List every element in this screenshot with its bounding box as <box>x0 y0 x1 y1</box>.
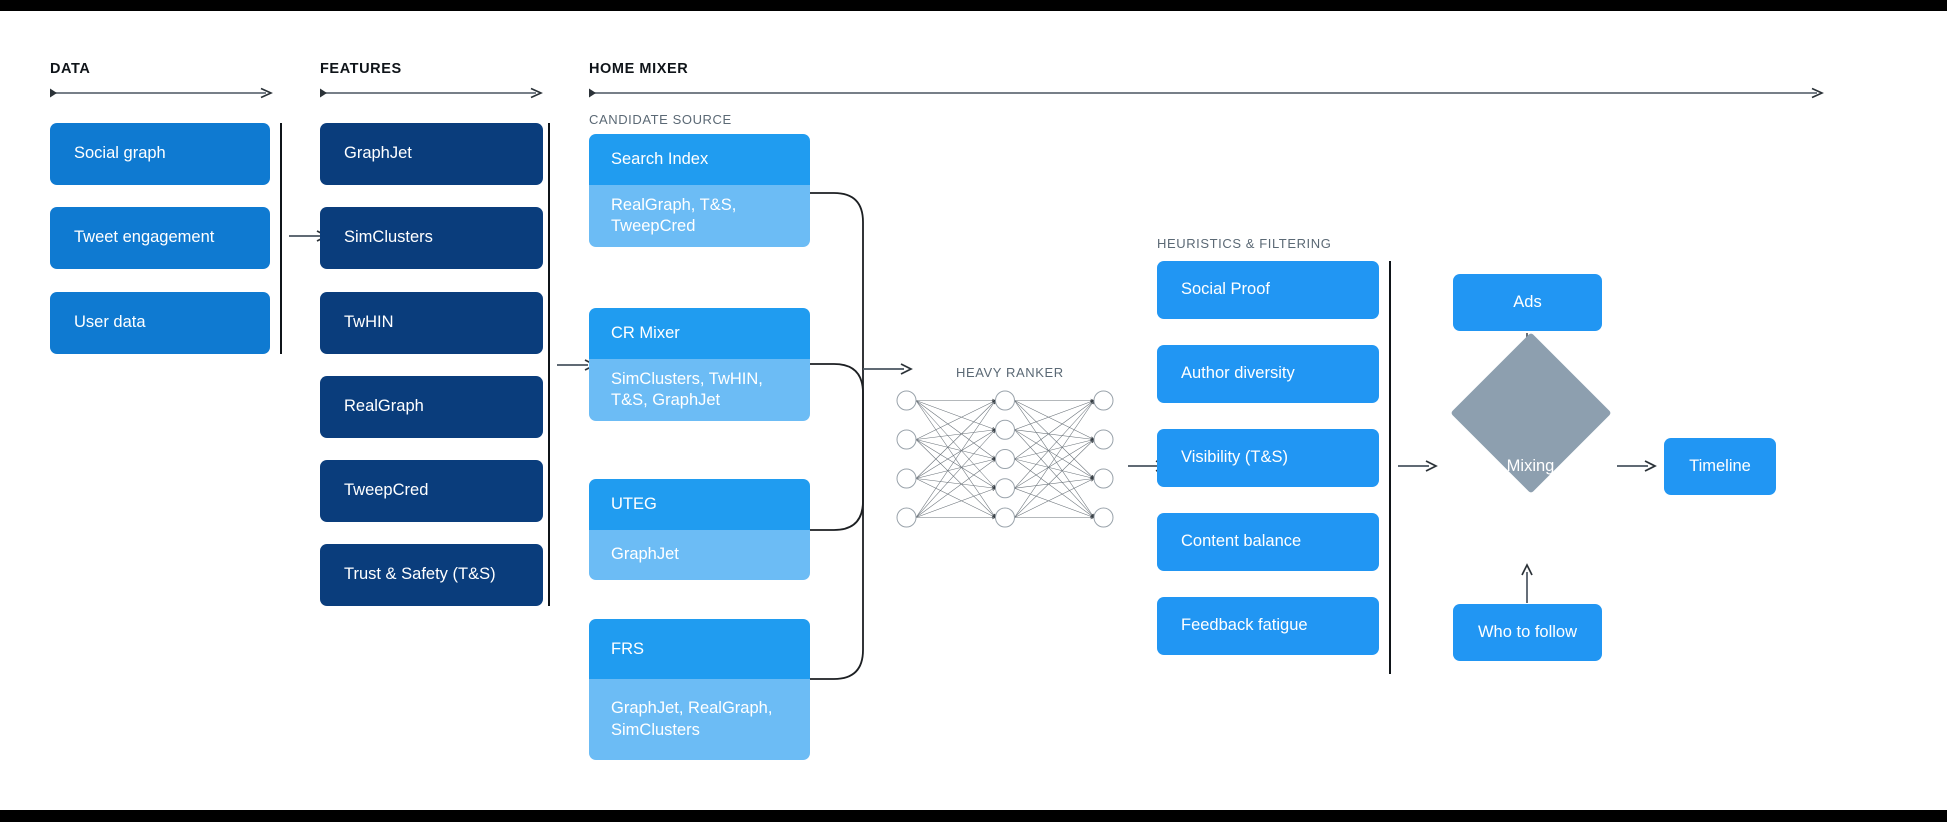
connector-heuristics-to-mixing <box>1398 459 1440 473</box>
heavy-ranker-neural-network <box>895 389 1115 529</box>
candidate-card-search-index[interactable]: Search Index RealGraph, T&S, TweepCred <box>589 134 810 247</box>
feature-box-trust-safety[interactable]: Trust & Safety (T&S) <box>320 544 543 606</box>
heuristic-box-social-proof[interactable]: Social Proof <box>1157 261 1379 319</box>
section-arrow-features <box>320 87 545 99</box>
connector-who-to-follow-to-mixing <box>1520 563 1534 603</box>
section-label-features: FEATURES <box>320 61 402 77</box>
candidate-title-cr-mixer: CR Mixer <box>589 308 810 359</box>
section-label-home-mixer: HOME MIXER <box>589 61 689 77</box>
data-box-tweet-engagement[interactable]: Tweet engagement <box>50 207 270 269</box>
feature-box-graphjet[interactable]: GraphJet <box>320 123 543 185</box>
candidate-title-search-index: Search Index <box>589 134 810 185</box>
candidate-features-uteg: GraphJet <box>589 530 810 580</box>
candidate-title-frs: FRS <box>589 619 810 679</box>
candidate-card-uteg[interactable]: UTEG GraphJet <box>589 479 810 580</box>
heuristic-box-author-diversity[interactable]: Author diversity <box>1157 345 1379 403</box>
final-box-ads[interactable]: Ads <box>1453 274 1602 331</box>
mixing-label: Mixing <box>1506 456 1555 475</box>
section-arrow-data <box>50 87 275 99</box>
data-box-user-data[interactable]: User data <box>50 292 270 354</box>
heuristic-box-feedback-fatigue[interactable]: Feedback fatigue <box>1157 597 1379 655</box>
section-label-data: DATA <box>50 61 91 77</box>
connector-mixing-to-timeline <box>1617 459 1659 473</box>
divider-data-features <box>280 123 282 354</box>
diagram-canvas: DATA FEATURES HOME MIXER CANDIDA <box>0 11 1947 810</box>
feature-box-realgraph[interactable]: RealGraph <box>320 376 543 438</box>
data-box-social-graph[interactable]: Social graph <box>50 123 270 185</box>
final-box-timeline[interactable]: Timeline <box>1664 438 1776 495</box>
heuristic-box-visibility[interactable]: Visibility (T&S) <box>1157 429 1379 487</box>
candidate-features-search-index: RealGraph, T&S, TweepCred <box>589 185 810 247</box>
candidate-features-cr-mixer: SimClusters, TwHIN, T&S, GraphJet <box>589 359 810 421</box>
divider-heuristics-mixing <box>1389 261 1391 674</box>
letterbox-bottom <box>0 810 1947 822</box>
candidate-card-frs[interactable]: FRS GraphJet, RealGraph, SimClusters <box>589 619 810 760</box>
heuristic-box-content-balance[interactable]: Content balance <box>1157 513 1379 571</box>
candidate-title-uteg: UTEG <box>589 479 810 530</box>
feature-box-simclusters[interactable]: SimClusters <box>320 207 543 269</box>
divider-features-home-mixer <box>548 123 550 606</box>
sublabel-heavy-ranker: HEAVY RANKER <box>956 365 1064 380</box>
sublabel-heuristics: HEURISTICS & FILTERING <box>1157 236 1332 251</box>
letterbox-top <box>0 0 1947 11</box>
candidate-card-cr-mixer[interactable]: CR Mixer SimClusters, TwHIN, T&S, GraphJ… <box>589 308 810 421</box>
feature-box-twhin[interactable]: TwHIN <box>320 292 543 354</box>
feature-box-tweepcred[interactable]: TweepCred <box>320 460 543 522</box>
section-arrow-home-mixer <box>589 87 1826 99</box>
final-box-who-to-follow[interactable]: Who to follow <box>1453 604 1602 661</box>
candidate-features-frs: GraphJet, RealGraph, SimClusters <box>589 679 810 760</box>
sublabel-candidate-source: CANDIDATE SOURCE <box>589 112 732 127</box>
connector-candidates-to-heavy-ranker <box>806 181 966 701</box>
